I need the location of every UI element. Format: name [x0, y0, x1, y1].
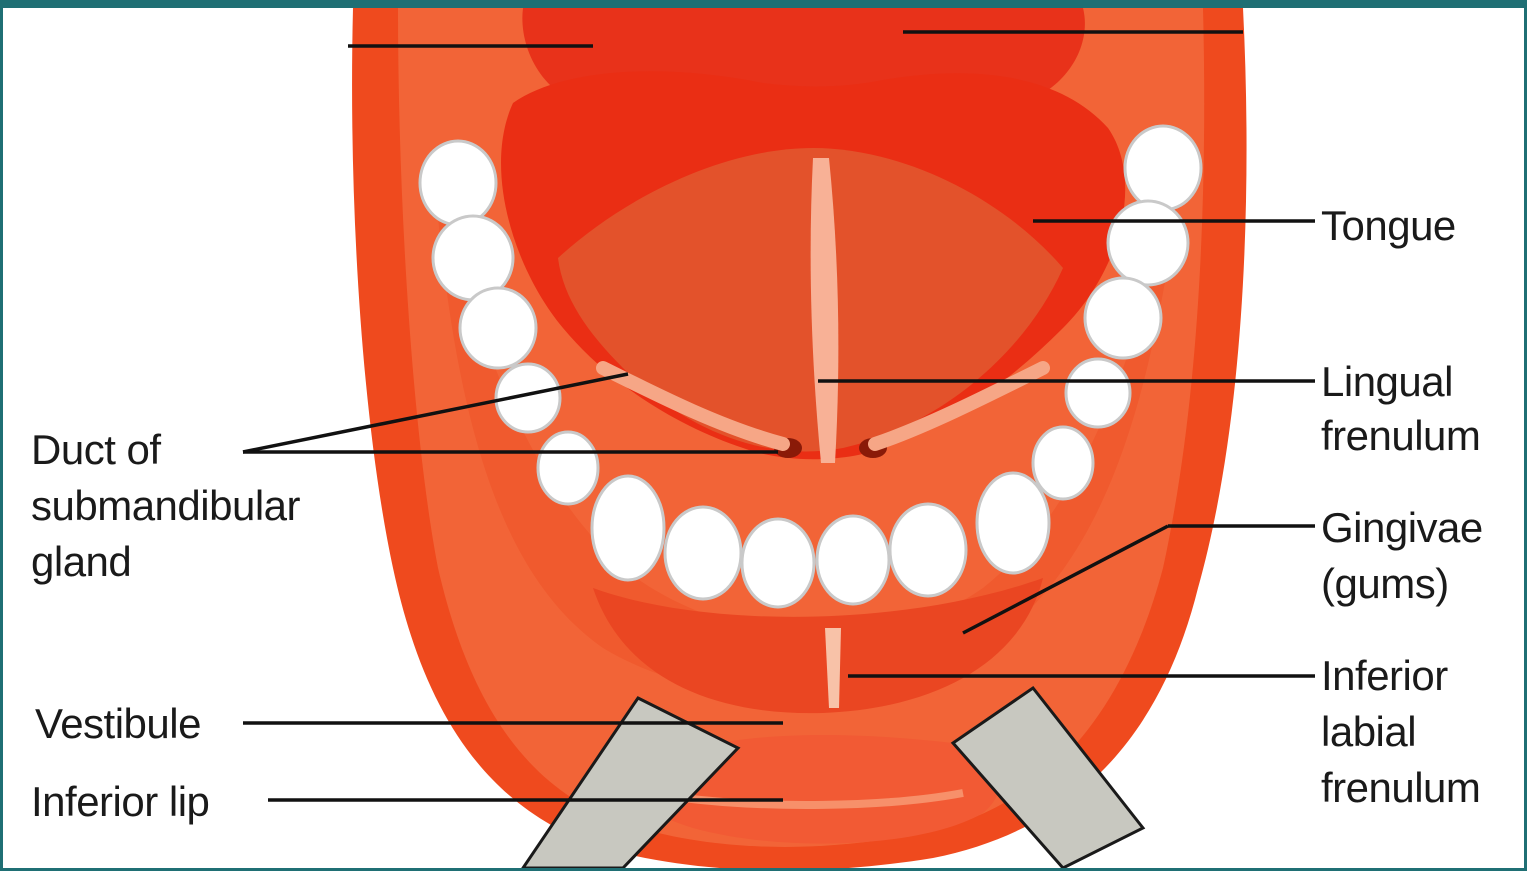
label-lingual-frenulum-line1: Lingual	[1321, 354, 1453, 410]
label-tongue: Tongue	[1321, 198, 1456, 254]
label-gingivae-line1: Gingivae	[1321, 500, 1483, 556]
label-inferior-lip: Inferior lip	[31, 774, 209, 830]
label-gingivae-line2: (gums)	[1321, 556, 1449, 612]
label-duct-line1: Duct of	[31, 422, 161, 478]
label-duct-line2: submandibular	[31, 478, 300, 534]
label-lingual-frenulum-line2: frenulum	[1321, 408, 1480, 464]
label-vestibule: Vestibule	[35, 696, 201, 752]
label-duct-line3: gland	[31, 534, 131, 590]
label-inferior-labial-frenulum-line1: Inferior	[1321, 648, 1448, 704]
mouth-illustration	[3, 8, 1527, 871]
label-inferior-labial-frenulum-line2: labial	[1321, 704, 1416, 760]
label-inferior-labial-frenulum-line3: frenulum	[1321, 760, 1480, 816]
